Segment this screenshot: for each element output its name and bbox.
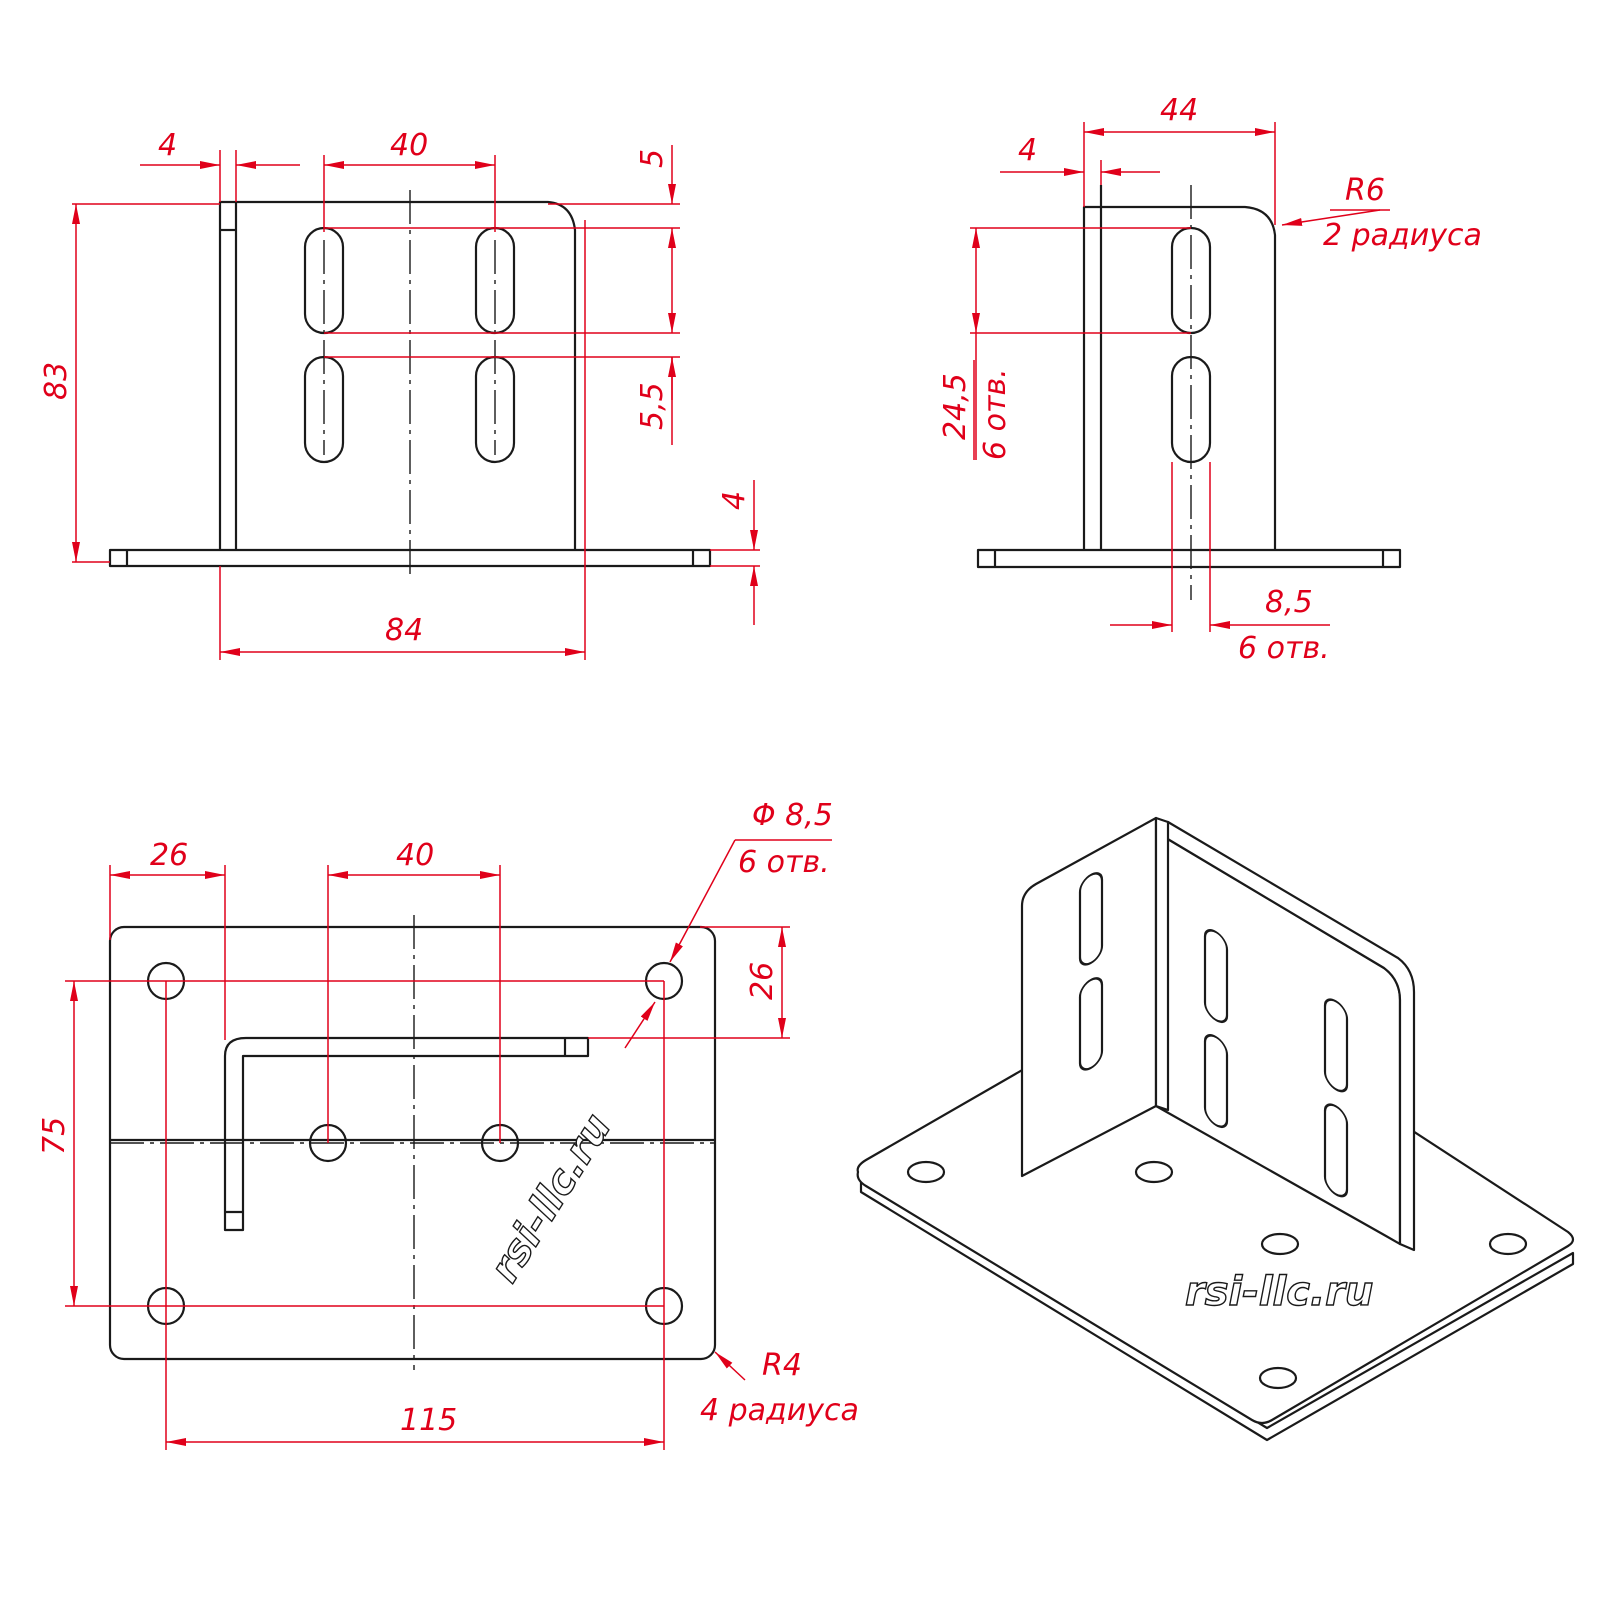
- front-dimensions: 4 40 83 5 5,5 4: [39, 128, 760, 660]
- top-hole-note: 6 отв.: [738, 845, 830, 880]
- side-slot-length-note: 6 отв.: [978, 368, 1013, 460]
- top-dimensions: 26 40 Φ 8,5 6 отв. 26 75 115 R4 4: [37, 798, 859, 1450]
- front-dim-slot-gap: 5,5: [635, 382, 670, 430]
- iso-hole: [906, 1160, 946, 1184]
- top-dim-left-offset: 26: [150, 838, 188, 873]
- top-view: rsi-llc.ru 26 40 Φ 8,5 6 отв. 26 75: [37, 798, 859, 1450]
- front-dim-top-offset: 5: [635, 149, 670, 168]
- top-watermark: rsi-llc.ru: [481, 1106, 620, 1290]
- iso-slot: [1203, 929, 1229, 1024]
- front-upright-outline: [218, 200, 577, 550]
- iso-slot: [1203, 1034, 1229, 1129]
- side-slot-length: 24,5: [938, 373, 973, 440]
- iso-upright-left: [1020, 816, 1158, 1178]
- front-dim-base-thickness: 4: [717, 491, 752, 510]
- side-dimensions: 44 4 R6 2 радиуса 24,5 6 отв. 8,5 6 отв.: [938, 93, 1482, 666]
- iso-hole: [1134, 1160, 1174, 1184]
- iso-slot: [1323, 1103, 1349, 1198]
- iso-slot: [1078, 977, 1104, 1071]
- front-view: 4 40 83 5 5,5 4: [39, 128, 760, 660]
- side-base-plate: [976, 548, 1402, 569]
- iso-slot: [1078, 872, 1104, 966]
- front-dim-slot-spacing: 40: [390, 128, 428, 163]
- side-view: 44 4 R6 2 радиуса 24,5 6 отв. 8,5 6 отв.: [938, 93, 1482, 666]
- iso-base-plate: [859, 1178, 1575, 1442]
- top-dim-hole-spacing: 40: [396, 838, 434, 873]
- front-dim-thickness: 4: [158, 128, 177, 163]
- top-radius-note: 4 радиуса: [700, 1393, 859, 1428]
- side-slot-width-note: 6 отв.: [1238, 631, 1330, 666]
- top-dim-top-offset: 26: [745, 962, 780, 1000]
- top-radius-label: R4: [762, 1348, 802, 1383]
- iso-view: rsi-llc.ru: [856, 816, 1575, 1442]
- side-dim-width: 44: [1160, 93, 1198, 128]
- front-dim-width: 84: [385, 613, 423, 648]
- top-hole-diameter: Φ 8,5: [752, 798, 833, 833]
- top-angle-profile: [223, 1036, 590, 1232]
- top-dim-hole-rows: 75: [37, 1117, 72, 1155]
- iso-hole: [1260, 1232, 1300, 1256]
- iso-hole: [1258, 1366, 1298, 1390]
- iso-slot: [1323, 998, 1349, 1093]
- side-dim-thickness: 4: [1018, 133, 1037, 168]
- iso-watermark: rsi-llc.ru: [1185, 1269, 1373, 1315]
- front-dim-height: 83: [39, 362, 74, 400]
- side-radius-note: 2 радиуса: [1323, 218, 1482, 253]
- side-slot-width: 8,5: [1265, 585, 1313, 620]
- iso-hole: [1488, 1232, 1528, 1256]
- side-radius-label: R6: [1345, 173, 1385, 208]
- top-dim-hole-span: 115: [400, 1403, 457, 1438]
- side-upright-outline: [1082, 205, 1277, 550]
